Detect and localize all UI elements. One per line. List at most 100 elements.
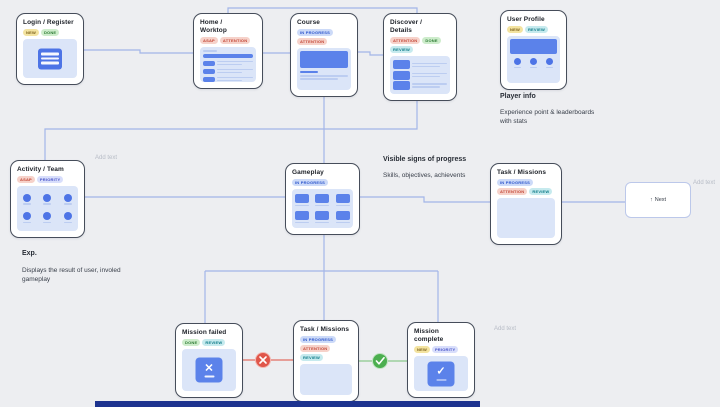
add-text-placeholder[interactable]: Add text <box>693 180 716 186</box>
tag-new: NEW <box>414 346 430 354</box>
level-tile <box>295 194 310 204</box>
mock-title-line <box>300 71 318 74</box>
exp-note-body: Displays the result of user, involed gam… <box>22 267 121 284</box>
member-icon <box>23 193 32 202</box>
card-course[interactable]: Course IN PROGRESS ATTENTION <box>290 13 358 97</box>
mock-media-row <box>393 60 447 70</box>
tag-row: ASAP PRIORITY <box>17 176 78 184</box>
home-thumbnail <box>200 47 256 82</box>
card-title: Discover / Details <box>390 19 423 34</box>
card-title: Home / Worktop <box>200 19 227 34</box>
mock-pill <box>203 76 215 82</box>
member-icon <box>63 193 72 202</box>
card-login-register[interactable]: Login / Register NEW DONE <box>16 13 84 85</box>
exp-note-title: Exp. <box>22 250 37 257</box>
activity-thumbnail <box>17 186 78 231</box>
mock-media-row <box>393 80 447 90</box>
level-tile <box>295 211 310 221</box>
member-icon <box>43 212 52 221</box>
card-user-profile[interactable]: User Profile NEW REVIEW <box>500 10 567 90</box>
mock-list-row <box>203 68 253 74</box>
card-mission-failed[interactable]: Mission failed DONE REVIEW ✕ <box>175 323 243 398</box>
tag-attention: ATTENTION <box>300 345 331 353</box>
card-title: Activity / Team <box>17 166 64 173</box>
add-text-placeholder[interactable]: Add text <box>494 326 517 332</box>
tag-row: DONE REVIEW <box>182 339 236 347</box>
card-activity-team[interactable]: Activity / Team ASAP PRIORITY <box>10 160 85 238</box>
next-node[interactable]: ↑ Next <box>625 182 691 218</box>
complete-thumbnail: ✓ <box>414 356 468 391</box>
tag-review: REVIEW <box>390 46 413 54</box>
avatar-icon <box>546 58 554 66</box>
tag-row: NEW REVIEW <box>507 26 560 34</box>
card-discover-details[interactable]: Discover / Details ATTENTION DONE REVIEW <box>383 13 457 101</box>
mock-hero-image <box>300 51 348 69</box>
member-icon <box>43 193 52 202</box>
mock-pill <box>203 60 215 66</box>
mock-stats-row <box>510 58 557 69</box>
connector-gameplay-task <box>360 196 490 203</box>
card-title: Mission complete <box>414 328 444 343</box>
task-thumbnail <box>300 364 352 395</box>
level-tile <box>335 194 350 204</box>
tag-row: ASAP ATTENTION <box>200 37 256 45</box>
up-arrow-icon: ↑ <box>649 197 653 203</box>
mock-thumb <box>393 60 410 70</box>
connector-discover-activity <box>44 101 418 160</box>
tag-priority: PRIORITY <box>431 346 459 354</box>
check-icon: ✓ <box>427 361 455 387</box>
mock-list-row <box>203 76 253 82</box>
tag-new: NEW <box>23 29 39 37</box>
card-title: Task / Missions <box>300 326 350 333</box>
avatar-icon <box>513 58 521 66</box>
task-thumbnail <box>497 198 555 238</box>
tag-row: NEW PRIORITY <box>414 346 468 354</box>
connector-course-discover <box>358 51 383 56</box>
connector-login-home <box>84 49 193 54</box>
mock-banner <box>510 39 557 55</box>
mock-media-row <box>393 70 447 80</box>
card-title: Login / Register <box>23 19 74 26</box>
card-task-missions[interactable]: Task / Missions IN PROGRESS ATTENTION RE… <box>490 163 562 245</box>
mock-pill <box>203 68 215 74</box>
progress-note-title: Visible signs of progress <box>383 156 467 163</box>
tag-in-progress: IN PROGRESS <box>300 336 336 344</box>
mock-text-line <box>300 75 348 77</box>
add-text-placeholder[interactable]: Add text <box>95 155 118 161</box>
card-title: User Profile <box>507 16 545 23</box>
card-title: Task / Missions <box>497 169 547 176</box>
player-info-body: Experience point & leaderboards with sta… <box>500 109 595 126</box>
tag-done: DONE <box>182 339 201 347</box>
status-success-icon <box>372 353 388 369</box>
connector-home-discover-top <box>227 7 418 13</box>
tag-attention: ATTENTION <box>219 37 251 45</box>
tag-row: NEW DONE <box>23 29 77 37</box>
tag-new: NEW <box>507 26 523 34</box>
card-gameplay[interactable]: Gameplay IN PROGRESS <box>285 163 360 235</box>
tag-review: REVIEW <box>202 339 226 347</box>
mock-text-line <box>203 50 217 52</box>
tag-attention: ATTENTION <box>390 37 421 45</box>
member-icon <box>63 212 72 221</box>
player-info-title: Player info <box>500 93 536 100</box>
card-home-worktop[interactable]: Home / Worktop ASAP ATTENTION <box>193 13 263 89</box>
level-tile <box>315 194 330 204</box>
member-icon <box>23 212 32 221</box>
course-thumbnail <box>297 48 351 90</box>
tag-review: REVIEW <box>529 188 553 196</box>
tag-row: IN PROGRESS ATTENTION <box>297 29 351 46</box>
card-task-missions-bottom[interactable]: Task / Missions IN PROGRESS ATTENTION RE… <box>293 320 359 402</box>
tag-priority: PRIORITY <box>36 176 64 184</box>
bottom-bar <box>95 401 480 407</box>
tag-row: ATTENTION DONE REVIEW <box>390 37 450 54</box>
card-mission-complete[interactable]: Mission complete NEW PRIORITY ✓ <box>407 322 475 398</box>
form-field-bar <box>41 61 59 65</box>
discover-thumbnail <box>390 56 450 94</box>
login-thumbnail <box>23 39 77 78</box>
mock-header-bar <box>203 53 253 58</box>
failed-thumbnail: ✕ <box>182 349 236 391</box>
card-title: Mission failed <box>182 329 227 336</box>
connector-gameplay-bottom <box>204 235 439 323</box>
